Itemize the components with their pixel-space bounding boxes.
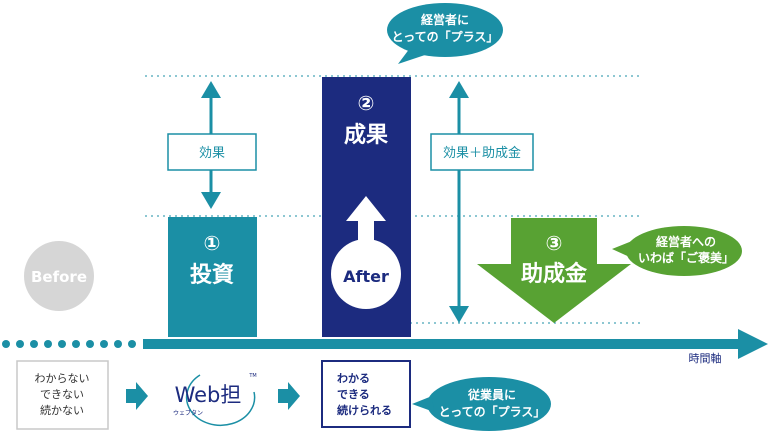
bubble-owner-plus-line1: 経営者に (421, 12, 469, 27)
time-axis-label: 時間軸 (689, 351, 722, 365)
after-state-line1: わかる (337, 372, 370, 385)
before-label: Before (31, 268, 87, 286)
after-state-line2: できる (337, 388, 370, 401)
webtan-logo: Web担 ウェブタン TM (173, 373, 257, 426)
effect-plus-subsidy-label: 効果＋助成金 (443, 145, 521, 161)
investment-bar: ① 投資 (168, 217, 257, 337)
investment-number: ① (204, 231, 221, 255)
outcome-label: 成果 (344, 123, 388, 148)
bubble-owner-reward-line1: 経営者への (656, 234, 716, 249)
after-state-box: わかる できる 続けられる (321, 360, 411, 428)
speech-bubble-owner-plus: 経営者に とっての「プラス」 (387, 3, 503, 64)
effect-plus-subsidy-label-box: 効果＋助成金 (430, 133, 534, 171)
logo-sub: ウェブタン (173, 409, 203, 417)
bubble-owner-plus-line2: とっての「プラス」 (392, 29, 499, 44)
effect-label: 効果 (199, 146, 225, 161)
after-indicator: After (331, 196, 401, 309)
flow-arrow-2 (278, 382, 300, 410)
investment-label: 投資 (190, 262, 234, 288)
before-state-line2: できない (40, 388, 84, 401)
before-indicator: Before (24, 241, 94, 311)
bubble-employee-plus-line2: とっての「プラス」 (439, 404, 546, 419)
before-state-line1: わからない (35, 372, 90, 385)
time-axis-dots (2, 340, 136, 348)
speech-bubble-owner-reward: 経営者への いわば「ご褒美」 (612, 226, 742, 276)
after-state-line3: 続けられる (337, 403, 392, 417)
subsidy-label: 助成金 (521, 261, 588, 287)
subsidy-arrow: ③ 助成金 (477, 218, 631, 323)
bubble-owner-reward-line2: いわば「ご褒美」 (638, 250, 734, 265)
effect-label-box: 効果 (167, 133, 257, 171)
outcome-number: ② (358, 91, 375, 115)
before-state-line3: 続かない (40, 403, 84, 417)
logo-main: Web担 (175, 383, 242, 407)
subsidy-number: ③ (546, 231, 563, 255)
speech-bubble-employee-plus: 従業員に とっての「プラス」 (412, 377, 551, 431)
logo-tm: TM (248, 373, 256, 379)
before-state-box: わからない できない 続かない (16, 360, 109, 430)
effect-plus-subsidy-double-arrow (449, 81, 469, 323)
after-label: After (343, 267, 389, 286)
bubble-employee-plus-line1: 従業員に (467, 387, 516, 402)
flow-arrow-1 (126, 382, 148, 410)
time-axis: 時間軸 (2, 329, 768, 365)
